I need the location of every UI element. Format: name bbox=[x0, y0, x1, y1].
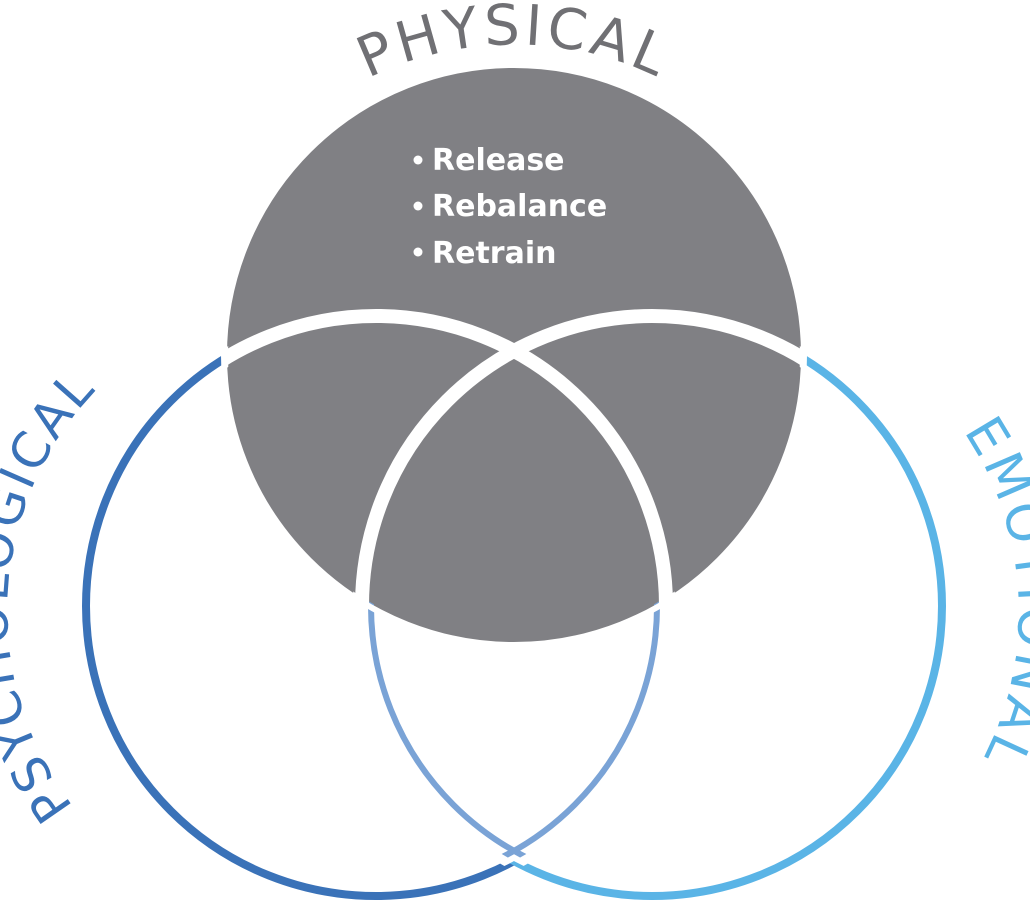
list-item: Retrain bbox=[413, 236, 556, 271]
list-item: Release bbox=[413, 143, 565, 178]
psychological-label: PSYCHOLOGICAL bbox=[0, 358, 107, 834]
list-item-text: Release bbox=[432, 143, 565, 178]
list-item-text: Rebalance bbox=[432, 189, 607, 224]
emotional-label: EMOTIONAL bbox=[952, 407, 1030, 781]
list-item-text: Retrain bbox=[432, 236, 556, 271]
physical-item-list: Release Rebalance Retrain bbox=[413, 143, 607, 271]
list-item: Rebalance bbox=[413, 189, 607, 224]
